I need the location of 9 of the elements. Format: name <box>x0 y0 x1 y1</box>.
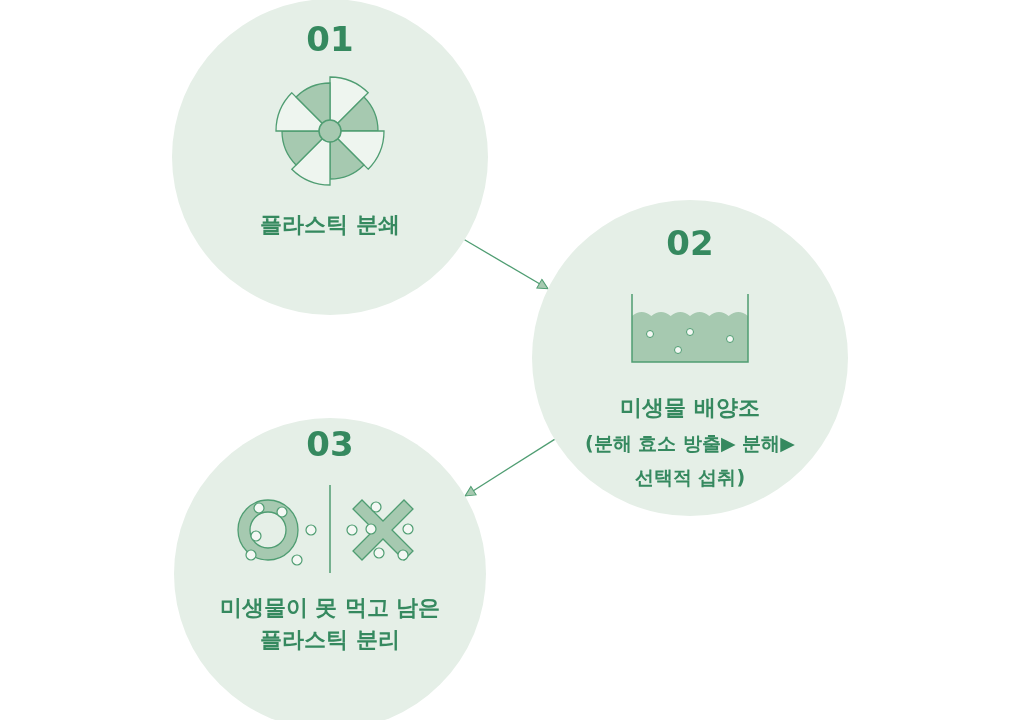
step-description: (분해 효소 방출▶ 분해▶ 선택적 섭취) <box>584 431 796 490</box>
arrow <box>464 438 556 497</box>
step-title: 미생물이 못 먹고 남은 플라스틱 분리 <box>218 594 442 654</box>
step-number: 02 <box>665 223 715 263</box>
arrow <box>463 239 549 290</box>
step-number: 01 <box>305 19 355 59</box>
step-title: 미생물 배양조 <box>619 394 761 422</box>
step-title: 플라스틱 분쇄 <box>259 211 401 239</box>
step-number: 03 <box>305 424 355 464</box>
